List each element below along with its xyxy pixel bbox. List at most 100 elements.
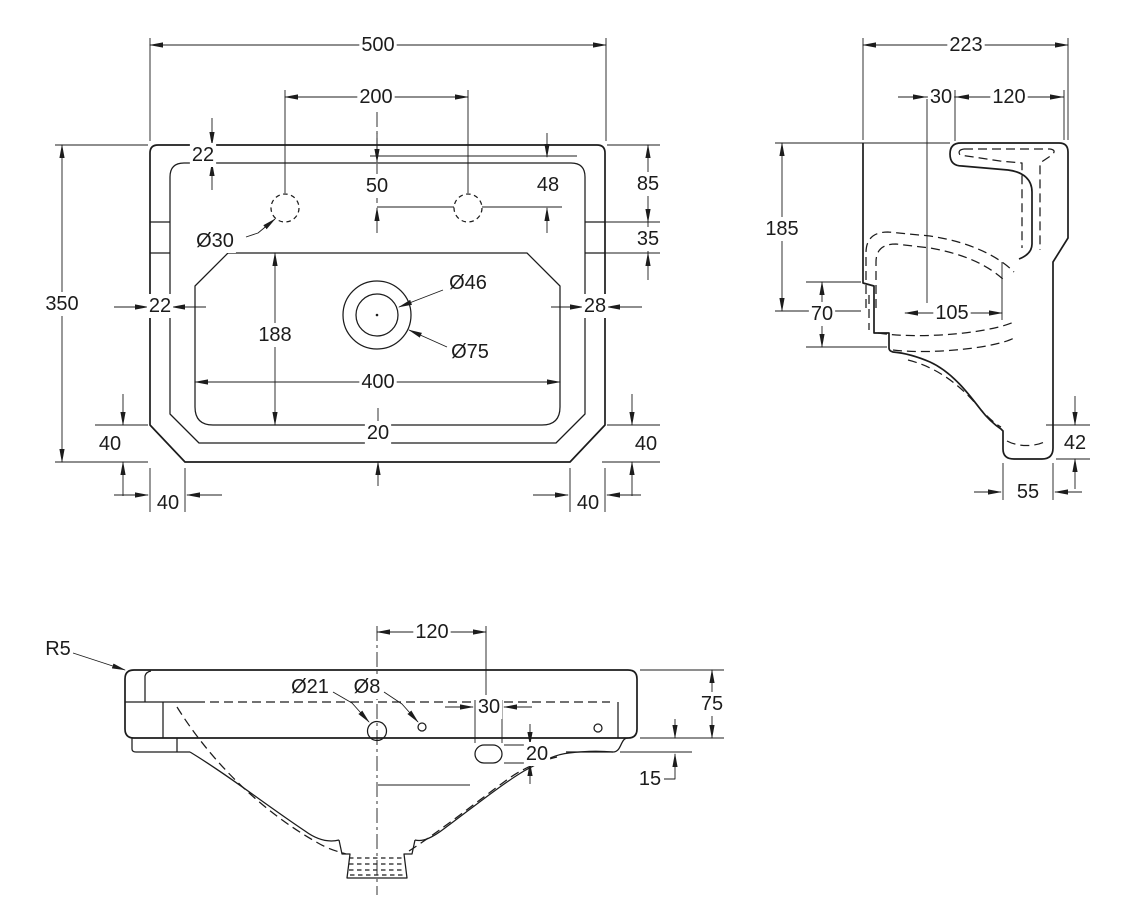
dim-plan-tap-centres: 200 xyxy=(359,86,392,108)
plan-side-step-lines xyxy=(150,221,605,254)
dim-text-mask xyxy=(146,294,174,318)
dim-text-mask xyxy=(574,491,602,515)
dim-text-mask xyxy=(189,143,217,167)
plan-geometry xyxy=(149,86,606,463)
tap-hole-left xyxy=(270,193,300,223)
front-ledge-right xyxy=(566,737,629,753)
dim-text-mask xyxy=(698,692,726,716)
side-dimensions: 223 30 120 185 70 105 42 55 xyxy=(763,33,1089,504)
side-outline xyxy=(862,142,1069,460)
dim-text-mask xyxy=(194,229,236,253)
dim-plan-back-rim: 22 xyxy=(192,144,214,166)
leader-dia46 xyxy=(398,289,444,308)
dim-text-mask xyxy=(1061,431,1089,455)
dim-plan-back-to-step: 85 xyxy=(637,173,659,195)
plan-bowl-outline xyxy=(194,252,561,426)
dim-plan-corner-v-right: 40 xyxy=(635,433,657,455)
plan-dimensions: 500 200 22 50 48 85 35 350 22 28 188 400… xyxy=(43,33,662,515)
front-ledge-left xyxy=(131,738,190,753)
front-bowl-left xyxy=(189,751,340,842)
dim-text-mask xyxy=(359,33,397,57)
dim-text-mask xyxy=(632,432,660,456)
dim-text-mask xyxy=(636,767,664,791)
dim-side-overall-depth: 223 xyxy=(949,34,982,56)
dim-side-fixing-zone: 70 xyxy=(811,303,833,325)
dim-text-mask xyxy=(256,323,294,347)
label-overflow-dia: Ø21 xyxy=(291,676,329,698)
dim-text-mask xyxy=(933,301,971,325)
dim-text-mask xyxy=(634,227,662,251)
dim-text-mask xyxy=(947,33,985,57)
front-ext-lines xyxy=(474,626,724,764)
dim-plan-step-height: 35 xyxy=(637,228,659,250)
dim-text-mask xyxy=(96,432,124,456)
fixing-hole-right xyxy=(593,723,603,733)
waste-recess-circle xyxy=(342,280,412,350)
dim-text-mask xyxy=(927,85,955,109)
dim-text-mask xyxy=(363,174,391,198)
waste-centre-dot xyxy=(375,313,379,317)
front-bowl-right xyxy=(414,750,614,842)
side-rim-hidden xyxy=(958,148,1055,250)
dim-text-mask xyxy=(581,294,609,318)
dim-text-mask xyxy=(364,421,392,445)
dim-plan-rim-right: 28 xyxy=(584,295,606,317)
side-view: 223 30 120 185 70 105 42 55 xyxy=(763,33,1090,504)
dim-plan-tap-offset-left: 50 xyxy=(366,175,388,197)
front-geometry xyxy=(124,626,638,895)
dim-front-centre-to-slot: 120 xyxy=(415,621,448,643)
dim-side-tap-to-front: 120 xyxy=(992,86,1025,108)
front-dimensions: 120 30 20 75 15 Ø21 Ø8 R5 xyxy=(43,620,726,791)
dim-plan-overall-width: 500 xyxy=(361,34,394,56)
dim-text-mask xyxy=(1014,480,1042,504)
side-geometry xyxy=(862,99,1069,460)
dim-15-arrow-dn xyxy=(664,753,678,780)
dim-plan-rim-front: 20 xyxy=(367,422,389,444)
dim-text-mask xyxy=(475,695,503,719)
leader-r5 xyxy=(72,652,126,671)
plan-outer-outline xyxy=(149,144,606,463)
front-waste-boss xyxy=(338,839,416,879)
dim-front-apron-height: 75 xyxy=(701,693,723,715)
label-corner-radius: R5 xyxy=(45,638,71,660)
dim-text-mask xyxy=(634,172,662,196)
dim-text-mask xyxy=(289,675,331,699)
dim-text-mask xyxy=(43,637,73,661)
dim-front-slot-width: 30 xyxy=(478,696,500,718)
dim-plan-bowl-width: 400 xyxy=(361,371,394,393)
tap-hole-right xyxy=(453,193,483,223)
label-waste-recess-dia: Ø75 xyxy=(451,341,489,363)
dim-text-mask xyxy=(523,742,551,766)
dim-plan-corner-h-left: 40 xyxy=(157,492,179,514)
fixing-hole-left xyxy=(417,722,427,732)
dim-plan-corner-h-right: 40 xyxy=(577,492,599,514)
waste-hole-circle xyxy=(355,293,399,337)
leader-dia8 xyxy=(383,691,419,723)
dim-text-mask xyxy=(357,85,395,109)
dim-text-mask xyxy=(154,491,182,515)
dim-side-foot-depth: 55 xyxy=(1017,481,1039,503)
leader-dia30 xyxy=(245,218,276,238)
leader-dia21 xyxy=(332,691,370,723)
dim-text-mask xyxy=(808,302,836,326)
dim-plan-tap-offset-right: 48 xyxy=(537,174,559,196)
plan-rim-inner-outline xyxy=(169,162,586,444)
dim-plan-bowl-depth: 188 xyxy=(258,324,291,346)
label-waste-dia: Ø46 xyxy=(449,272,487,294)
dim-side-bowl-inner-depth: 105 xyxy=(935,302,968,324)
dim-text-mask xyxy=(763,217,801,241)
front-extension-lines xyxy=(474,626,724,764)
dim-text-mask xyxy=(447,271,489,295)
dim-front-lip-height: 15 xyxy=(639,768,661,790)
dim-text-mask xyxy=(534,173,562,197)
label-tap-hole-dia: Ø30 xyxy=(196,230,234,252)
dim-plan-overall-depth: 350 xyxy=(45,293,78,315)
plan-ext-lines xyxy=(55,38,660,512)
dim-plan-rim-left: 22 xyxy=(149,295,171,317)
side-hidden-sweeps xyxy=(865,231,1047,447)
dim-side-apron-height: 42 xyxy=(1064,432,1086,454)
dim-text-mask xyxy=(43,292,81,316)
dim-front-slot-height: 20 xyxy=(526,743,548,765)
dim-side-overall-height: 185 xyxy=(765,218,798,240)
